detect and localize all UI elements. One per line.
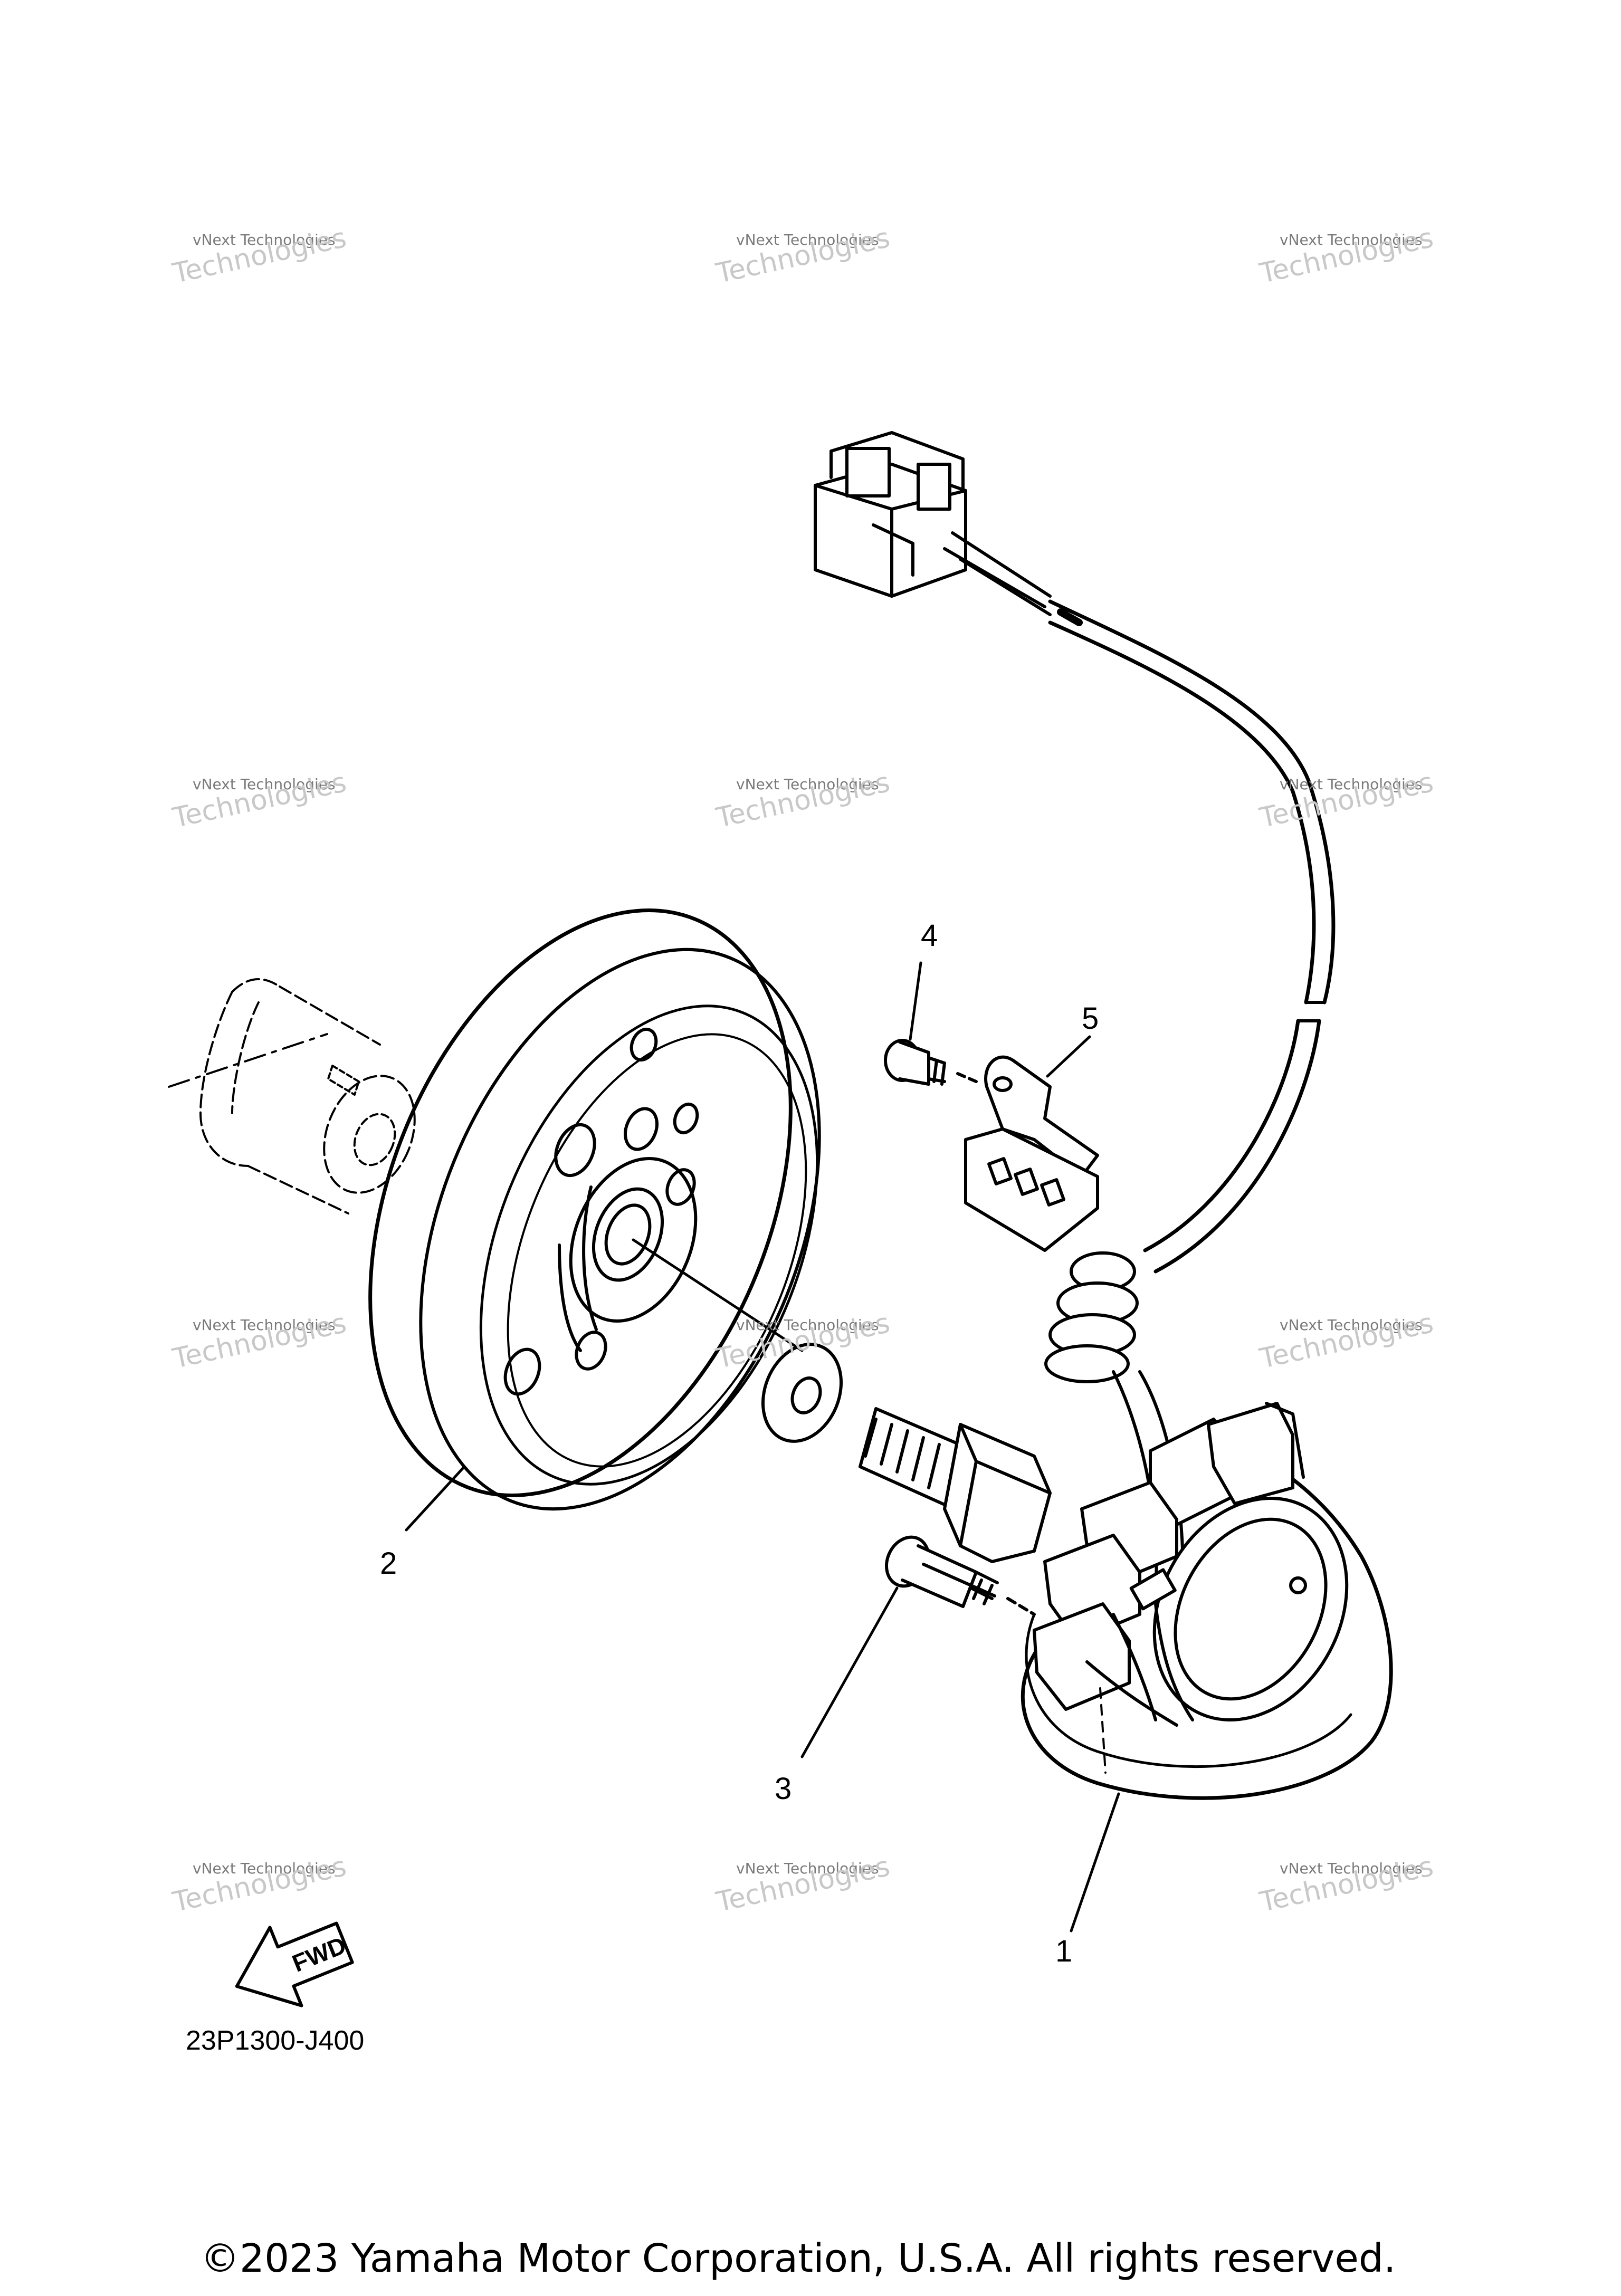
stator-screw [885,1535,1036,1616]
wire-grommet [1044,1251,1185,1605]
clamp-screw [884,1039,978,1086]
stator-assembly [1021,1402,1393,1800]
coupler-connector [814,431,967,598]
callout-3: 3 [775,1772,792,1806]
wire-harness [814,431,1336,1605]
callout-5: 5 [1082,1001,1099,1036]
leader-lines [405,961,1120,1933]
leader-line-1 [1070,1792,1120,1933]
callout-1: 1 [1055,1934,1073,1968]
fwd-arrow-icon: FWD [235,1921,354,2007]
lead-clamp [964,1055,1099,1252]
rotor-flywheel [368,908,821,1511]
washer [761,1343,843,1443]
callout-4: 4 [921,919,938,953]
diagram-code: 23P1300-J400 [186,2025,365,2056]
leader-line-5 [1046,1035,1091,1078]
leader-line-rotor-washer [632,1238,804,1352]
copyright-notice: ©2023 Yamaha Motor Corporation, U.S.A. A… [201,2236,1396,2281]
leader-line-2 [405,1465,466,1532]
rotor-bolt [859,1407,1052,1563]
leader-line-3 [800,1586,899,1758]
callout-2: 2 [380,1546,397,1581]
leader-line-4 [909,961,922,1041]
crankshaft-end [168,978,416,1214]
